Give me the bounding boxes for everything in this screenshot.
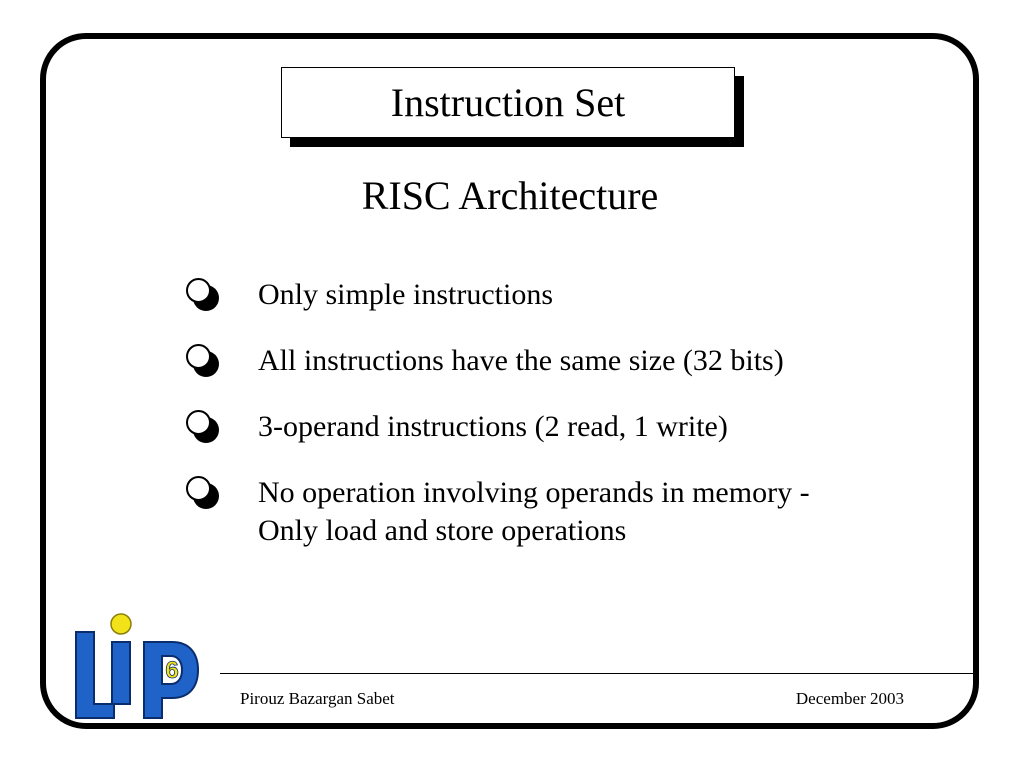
slide-title: Instruction Set [390, 80, 626, 125]
bullet-item: 3-operand instructions (2 read, 1 write) [186, 408, 926, 446]
circle-bullet-icon [186, 278, 220, 312]
bullet-item: All instructions have the same size (32 … [186, 342, 926, 380]
circle-bullet-icon [186, 344, 220, 378]
logo-letter-i [111, 641, 131, 705]
slide-subtitle: RISC Architecture [361, 173, 659, 218]
logo-letter-p [143, 641, 200, 719]
lip6-logo-icon: 6 [75, 613, 200, 719]
footer-divider [220, 673, 976, 674]
circle-bullet-icon [186, 476, 220, 510]
logo-letter-l [75, 631, 115, 719]
slide-frame [40, 33, 979, 729]
bullet-text: Only simple instructions [258, 278, 553, 311]
bullet-item: Only simple instructions [186, 276, 926, 314]
bullet-text: No operation involving operands in memor… [258, 476, 810, 547]
logo-number: 6 [165, 657, 178, 684]
bullet-item: No operation involving operands in memor… [186, 474, 926, 550]
circle-bullet-icon [186, 410, 220, 444]
footer-date: December 2003 [795, 689, 904, 708]
bullet-text: All instructions have the same size (32 … [258, 344, 784, 377]
footer-author: Pirouz Bazargan Sabet [240, 689, 395, 708]
logo-dot [110, 613, 132, 635]
bullet-text: 3-operand instructions (2 read, 1 write) [258, 410, 728, 443]
bullet-list: Only simple instructions All instruction… [186, 276, 926, 578]
title-box: Instruction Set [281, 67, 735, 138]
